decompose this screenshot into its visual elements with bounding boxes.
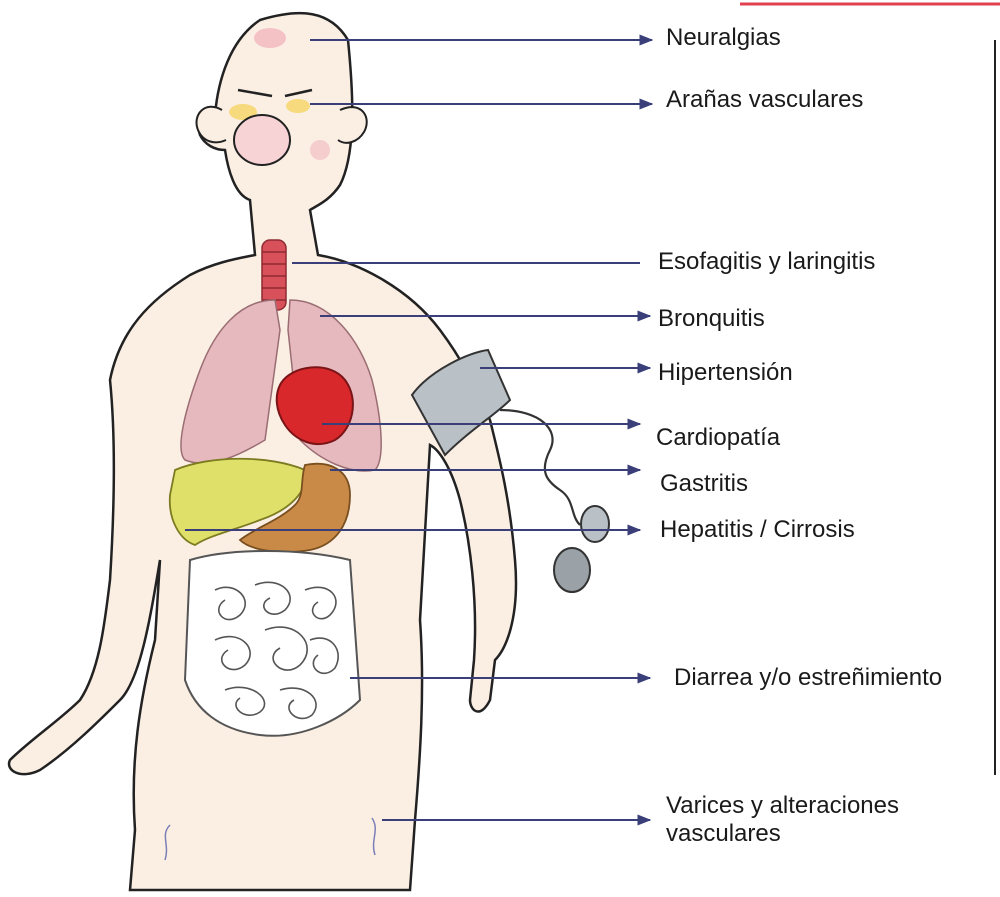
bp-tube xyxy=(500,410,580,525)
label-neuralgias: Neuralgias xyxy=(666,24,781,52)
label-hepatitis-cirrosis: Hepatitis / Cirrosis xyxy=(660,516,855,544)
bp-bulb xyxy=(554,548,590,592)
forehead-blush xyxy=(254,28,286,48)
nose xyxy=(234,115,290,165)
label-bronquitis: Bronquitis xyxy=(658,305,765,333)
label-cardiopatia: Cardiopatía xyxy=(656,424,780,452)
label-gastritis: Gastritis xyxy=(660,470,748,498)
label-aranas-vasculares: Arañas vasculares xyxy=(666,86,863,114)
right-ear xyxy=(338,107,367,143)
label-varices: Varices y alteraciones vasculares xyxy=(666,792,986,848)
label-esofagitis-laringitis: Esofagitis y laringitis xyxy=(658,248,875,276)
bp-gauge xyxy=(581,506,609,542)
right-cheek-spots xyxy=(286,99,310,113)
label-diarrea-estrenimiento: Diarrea y/o estreñimiento xyxy=(674,664,942,692)
label-hipertension: Hipertensión xyxy=(658,359,793,387)
cheek-redness xyxy=(310,140,330,160)
